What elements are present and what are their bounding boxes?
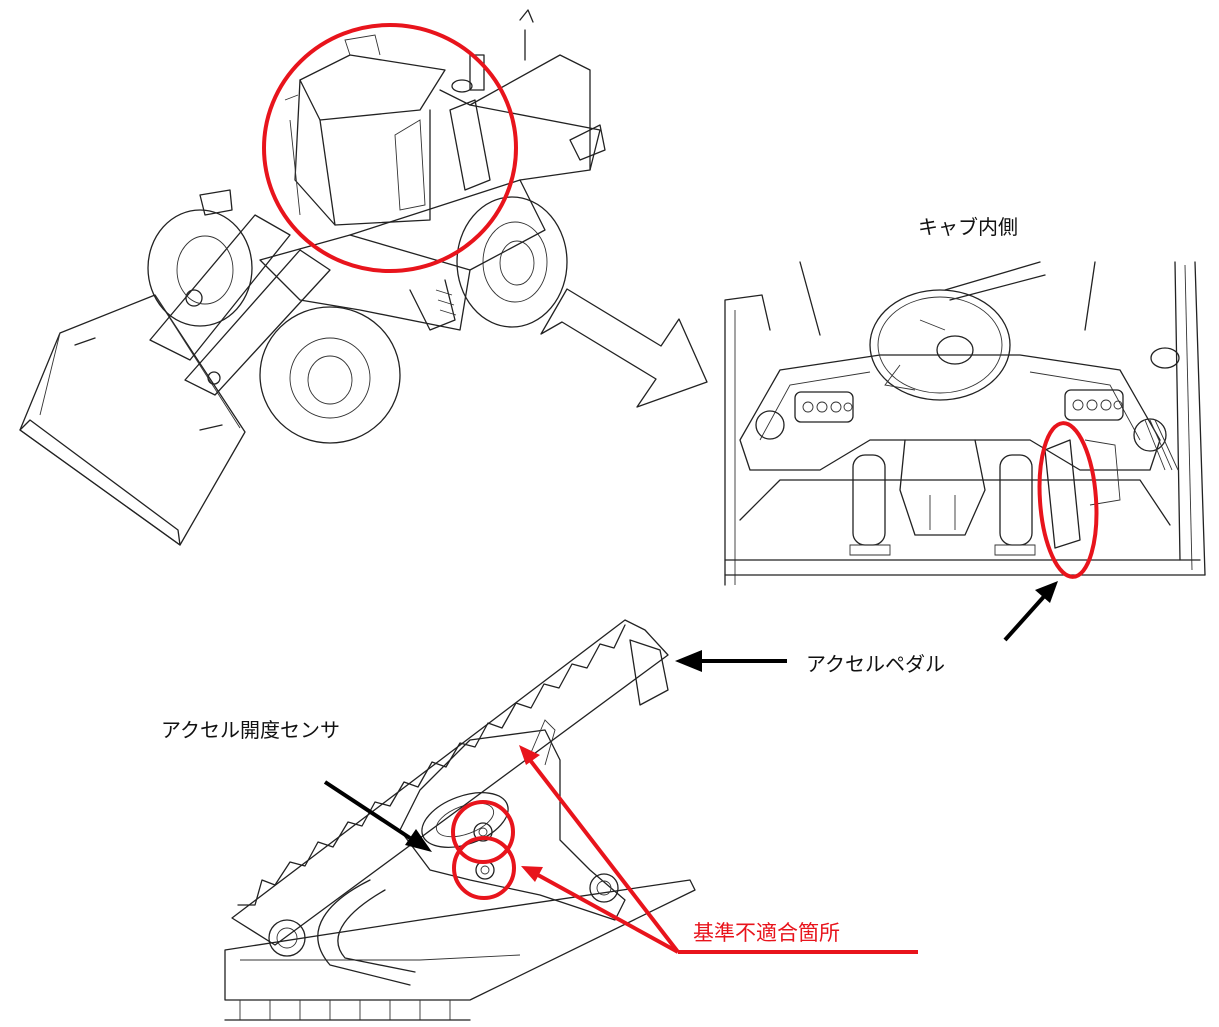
cab-highlight-circle <box>262 23 518 273</box>
pedal-treadle <box>231 619 669 946</box>
loader-cab <box>284 34 491 226</box>
wheel-loader-drawing <box>19 9 606 546</box>
bolt-upper-highlight <box>451 800 515 864</box>
cab-accel-highlight <box>1037 421 1099 579</box>
pedal-pivot-rear <box>589 873 619 903</box>
cab-accel-pedal <box>1044 439 1121 549</box>
bolt-lower-highlight <box>452 836 516 900</box>
hollow-arrow <box>540 288 708 408</box>
label-accel-sensor: アクセル開度センサ <box>161 718 340 742</box>
red-callout-arrows <box>519 745 918 954</box>
label-cab-interior: キャブ内側 <box>918 215 1018 239</box>
brake-pedal-left <box>849 454 891 556</box>
loader-body <box>259 9 606 331</box>
dash-gauges-right <box>1064 347 1180 471</box>
sensor-housing <box>421 792 509 848</box>
pedal-pivot-lower <box>268 919 306 957</box>
arrow-to-pedal-detail <box>675 650 787 672</box>
loader-front-wheel-left <box>147 209 253 327</box>
sensor-bolt-upper <box>473 822 493 842</box>
label-nonconforming: 基準不適合箇所 <box>693 921 840 945</box>
pedal-detail-drawing <box>224 619 696 1021</box>
steering-wheel <box>869 289 1011 401</box>
dash-gauges-left <box>755 391 854 440</box>
loader-bucket <box>19 294 246 546</box>
label-accel-pedal: アクセルペダル <box>806 652 945 676</box>
cab-interior-drawing <box>724 261 1206 586</box>
pedal-sensor-body <box>399 719 626 921</box>
brake-pedal-right <box>994 454 1036 556</box>
loader-rear-wheel <box>456 196 568 328</box>
arrow-to-cab-pedal <box>1003 581 1058 642</box>
loader-front-wheel-right <box>259 306 401 444</box>
loader-lift-arms <box>149 189 331 396</box>
arrow-to-sensor <box>323 780 432 852</box>
